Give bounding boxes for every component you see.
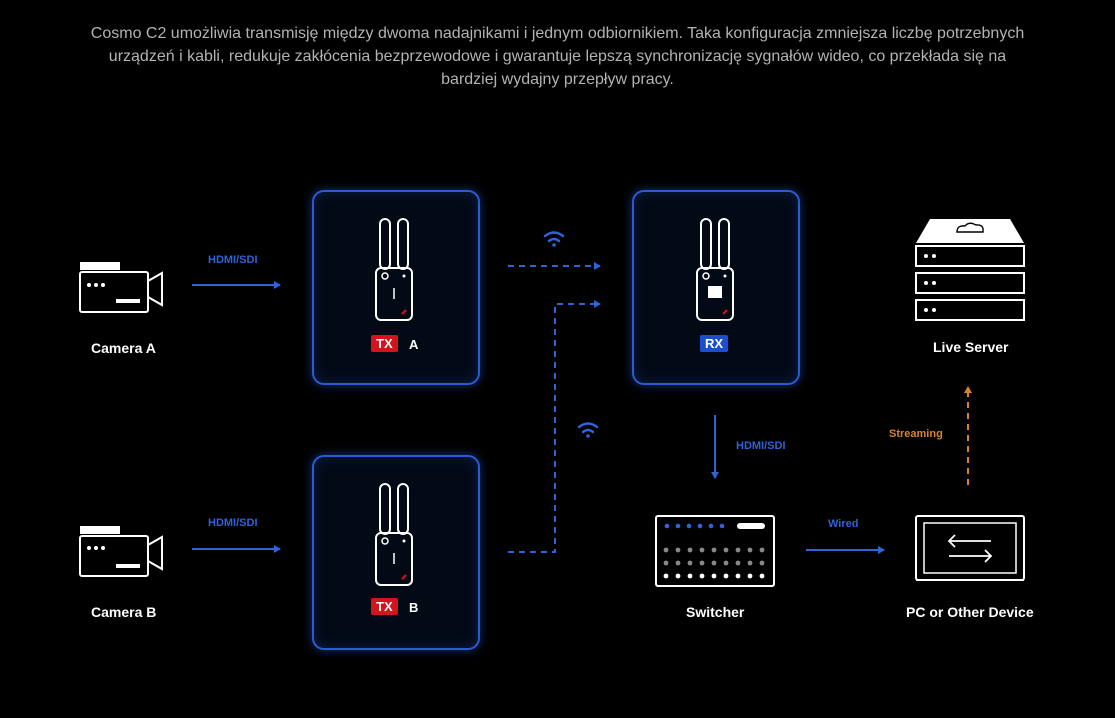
rx-receiver-icon <box>696 218 734 321</box>
intro-text: Cosmo C2 umożliwia transmisję między dwo… <box>90 25 1025 88</box>
tx-a-box <box>312 190 480 385</box>
pc-label: PC or Other Device <box>906 604 1034 620</box>
tx-b-letter: B <box>409 600 419 615</box>
tx-a-badge: TX <box>371 335 398 352</box>
camera-a-connection-label: HDMI/SDI <box>208 254 258 266</box>
tx-b-badge: TX <box>371 598 398 615</box>
live-server-icon <box>915 219 1025 321</box>
camera-b-connection-label: HDMI/SDI <box>208 517 258 529</box>
rx-badge: RX <box>700 335 729 352</box>
tx-a-transmitter-icon <box>375 218 413 321</box>
streaming-connection-label: Streaming <box>889 428 943 440</box>
rx-switcher-connection-label: HDMI/SDI <box>736 440 786 452</box>
switcher-icon <box>655 515 775 587</box>
switcher-pc-connection-label: Wired <box>828 518 859 530</box>
tx-a-letter: A <box>409 337 419 352</box>
tx-b-box <box>312 455 480 650</box>
camera-a-icon <box>79 262 163 313</box>
wifi-icon-top <box>543 231 565 247</box>
tx-b-to-rx-wireless-link <box>508 300 601 553</box>
live-server-label: Live Server <box>933 339 1009 355</box>
wifi-icon-bottom <box>577 422 599 438</box>
camera-b-icon <box>79 526 163 577</box>
pc-icon <box>915 515 1025 581</box>
camera-b-label: Camera B <box>91 604 157 620</box>
tx-b-transmitter-icon <box>375 483 413 586</box>
switcher-label: Switcher <box>686 604 745 620</box>
camera-a-label: Camera A <box>91 340 156 356</box>
